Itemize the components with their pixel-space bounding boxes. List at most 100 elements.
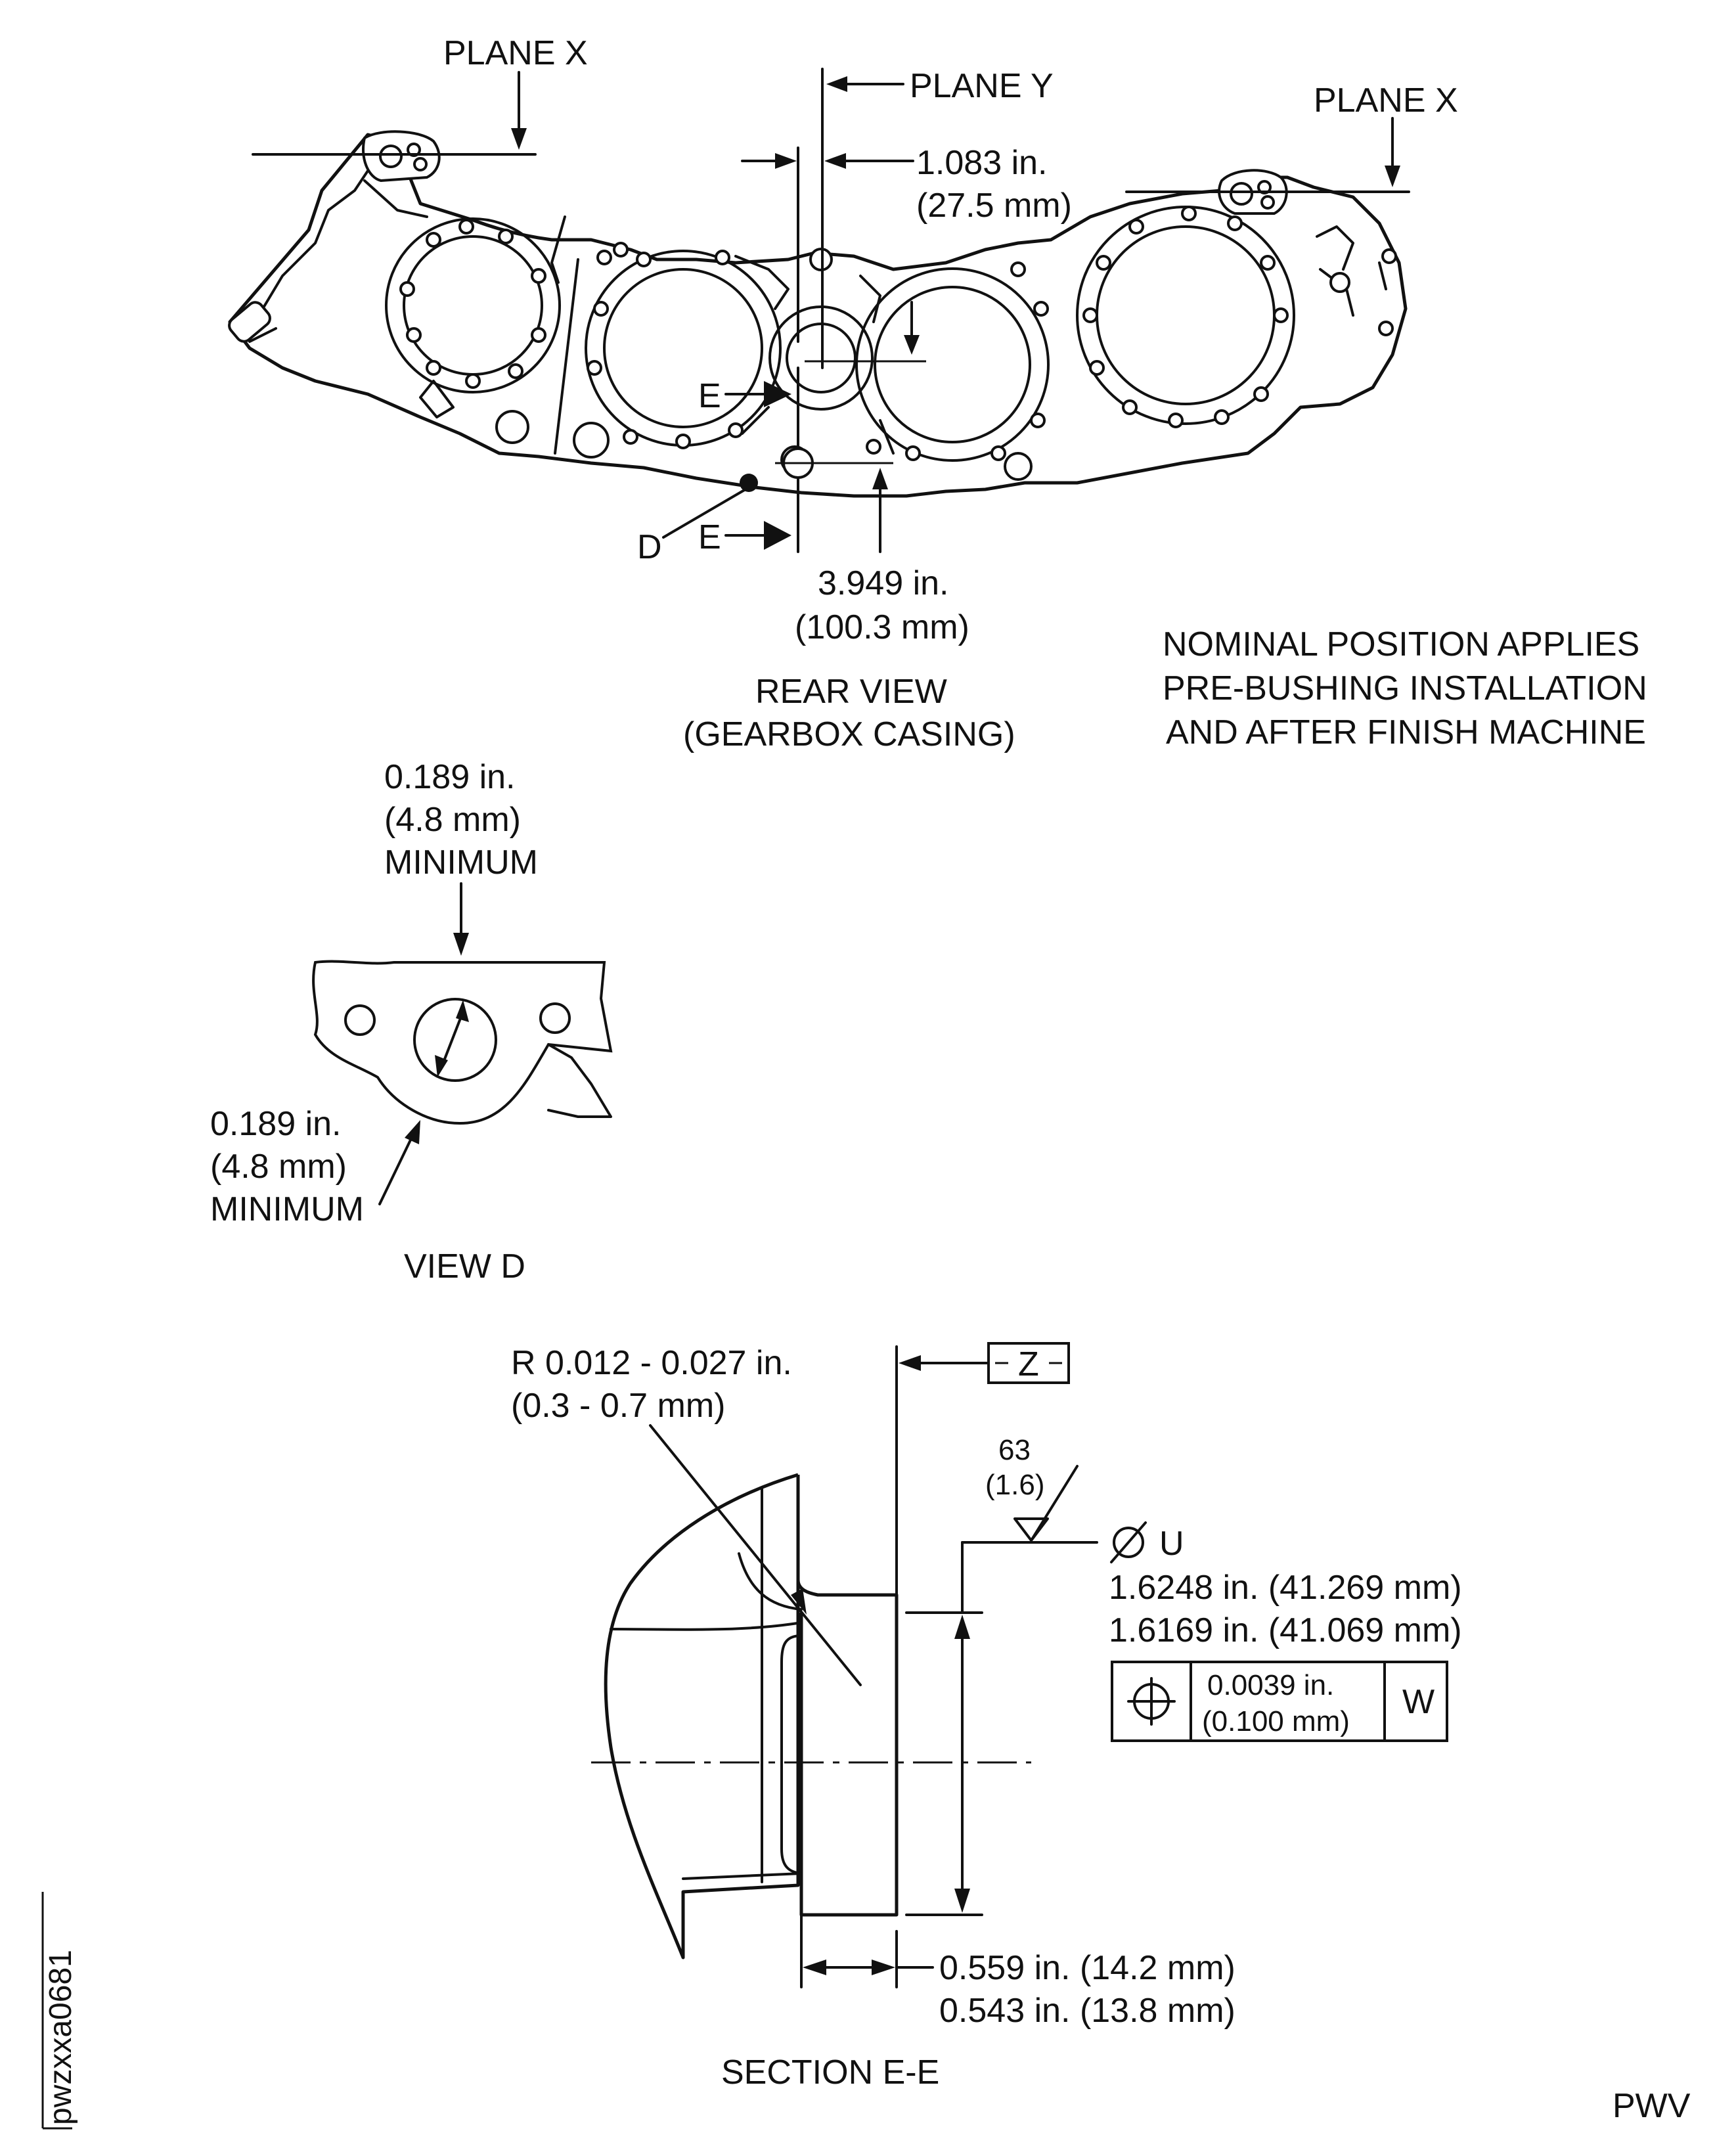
view-d-top-dim-qual: MINIMUM xyxy=(384,843,538,882)
note-line-1: NOMINAL POSITION APPLIES xyxy=(1163,625,1639,663)
section-web-lower xyxy=(682,1872,803,1880)
feature-control-frame: 0.0039 in. (0.100 mm) W xyxy=(1111,1661,1448,1742)
corner-code: PWV xyxy=(1613,2087,1691,2125)
radius-callout-line-1: R 0.012 - 0.027 in. xyxy=(511,1344,792,1382)
bracket-link xyxy=(363,179,428,218)
surface-finish-value: 63 xyxy=(998,1434,1031,1466)
right-side-feature xyxy=(1316,225,1387,317)
figure-id-block: pwzxxa0681 xyxy=(41,1892,78,2130)
radius-arrow xyxy=(791,1588,807,1615)
fcf-tolerance-in: 0.0039 in. xyxy=(1207,1669,1334,1701)
note-line-2: PRE-BUSHING INSTALLATION xyxy=(1163,669,1647,707)
plane-x-left-arrow xyxy=(511,128,527,150)
bolt-holes xyxy=(399,206,1289,461)
diameter-symbol-icon xyxy=(1113,1527,1144,1558)
rear-view: PLANE X PLANE X PLANE Y 1.083 in. (27.5 … xyxy=(228,34,1458,753)
lower-boss xyxy=(1004,452,1033,481)
section-mark-upper: E xyxy=(698,377,721,415)
dim-1083-arrow-left xyxy=(775,153,797,169)
section-body-outline xyxy=(604,1473,800,1960)
position-note: NOMINAL POSITION APPLIES PRE-BUSHING INS… xyxy=(1163,625,1647,751)
lower-boss xyxy=(573,422,610,459)
radius-leader xyxy=(649,1424,862,1686)
section-mark-lower: E xyxy=(698,518,721,556)
fcf-datum: W xyxy=(1402,1683,1435,1721)
section-fillet xyxy=(738,1552,803,1611)
datum-z-label: Z xyxy=(1018,1345,1039,1383)
view-d-bottom-dim-in: 0.189 in. xyxy=(210,1105,342,1143)
section-ee: Z R 0.012 - 0.027 in. (0.3 - 0.7 mm) 63 … xyxy=(511,1342,1462,2092)
dim-3949-arrow xyxy=(872,468,888,489)
lower-rib xyxy=(550,215,579,455)
view-d-marker: D xyxy=(637,528,662,566)
view-d-bore-arrow-a xyxy=(456,1000,469,1022)
bore-dim-arrow-bottom xyxy=(954,1889,970,1913)
datum-z-arrow xyxy=(899,1355,921,1371)
view-d-bottom-dim-qual: MINIMUM xyxy=(210,1190,364,1228)
center-web xyxy=(734,255,895,455)
plane-y-arrow xyxy=(826,76,847,92)
surface-finish-metric: (1.6) xyxy=(985,1469,1044,1501)
dim-1083-mm: (27.5 mm) xyxy=(916,187,1072,225)
dim-3949-mm: (100.3 mm) xyxy=(795,608,969,646)
rear-view-caption-1: REAR VIEW xyxy=(755,673,947,711)
plane-x-right-arrow xyxy=(1385,166,1400,187)
note-line-3: AND AFTER FINISH MACHINE xyxy=(1166,713,1646,751)
view-d-leader xyxy=(662,488,747,539)
diameter-symbol-slash xyxy=(1110,1521,1147,1563)
view-d-hole-left xyxy=(344,1004,376,1036)
plane-x-right-label: PLANE X xyxy=(1314,81,1458,120)
bore-3-pointer-arrow xyxy=(904,335,920,355)
bracket-hole xyxy=(1260,195,1275,210)
bore-5 xyxy=(1096,225,1276,405)
view-d-hole-right xyxy=(539,1002,571,1034)
rear-view-caption-2: (GEARBOX CASING) xyxy=(683,715,1015,753)
view-d-bottom-leader xyxy=(378,1132,415,1205)
view-d-caption: VIEW D xyxy=(404,1247,525,1286)
section-mark-upper-arrow xyxy=(764,381,791,407)
casing-outline xyxy=(228,133,1408,498)
view-d-center-bore xyxy=(413,998,497,1082)
dim-3949-in: 3.949 in. xyxy=(818,564,949,602)
right-hole xyxy=(1378,321,1394,336)
bracket-hole xyxy=(413,157,428,171)
view-d-bottom-arrow xyxy=(405,1120,420,1144)
view-d: 0.189 in. (4.8 mm) MINIMUM 0.189 in. (4.… xyxy=(210,758,613,1286)
depth-min: 0.543 in. (13.8 mm) xyxy=(939,1992,1235,2030)
radius-callout-line-2: (0.3 - 0.7 mm) xyxy=(511,1387,726,1425)
section-bore-step xyxy=(796,1475,899,1917)
bore-max: 1.6248 in. (41.269 mm) xyxy=(1109,1569,1462,1607)
plane-x-left-label: PLANE X xyxy=(443,34,588,72)
bore-2 xyxy=(603,268,763,428)
depth-arrow-left xyxy=(803,1960,826,1975)
bore-min: 1.6169 in. (41.069 mm) xyxy=(1109,1611,1462,1649)
section-web-upper xyxy=(610,1621,803,1631)
view-d-dot xyxy=(740,474,758,492)
bore-label: U xyxy=(1159,1525,1184,1563)
bracket-hole xyxy=(379,145,403,168)
view-d-top-dim-in: 0.189 in. xyxy=(384,758,516,796)
bracket-hole xyxy=(1230,182,1253,206)
section-relief xyxy=(780,1634,803,1875)
surface-finish-symbol xyxy=(1013,1465,1079,1542)
bore-dim-arrow-top xyxy=(954,1615,970,1639)
plane-y-label: PLANE Y xyxy=(910,67,1054,105)
section-ee-caption: SECTION E-E xyxy=(721,2053,939,2092)
left-mount-lug xyxy=(228,301,271,343)
lower-boss xyxy=(495,410,529,444)
view-d-bore-dim xyxy=(440,1010,464,1069)
depth-arrow-right xyxy=(872,1960,895,1975)
bore-1-flange xyxy=(385,217,561,393)
dim-1083-arrow-right xyxy=(824,153,846,169)
section-mark-lower-arrow xyxy=(764,521,791,550)
bore-1 xyxy=(403,235,543,376)
view-d-top-arrow xyxy=(453,933,469,956)
view-d-bottom-dim-mm: (4.8 mm) xyxy=(210,1148,347,1186)
right-hole xyxy=(1381,248,1397,264)
right-hole xyxy=(1329,272,1350,293)
bore-4-flange xyxy=(855,267,1050,462)
dim-1083-in: 1.083 in. xyxy=(916,144,1048,182)
bore-4 xyxy=(874,286,1031,443)
figure-id: pwzxxa0681 xyxy=(43,1950,78,2125)
